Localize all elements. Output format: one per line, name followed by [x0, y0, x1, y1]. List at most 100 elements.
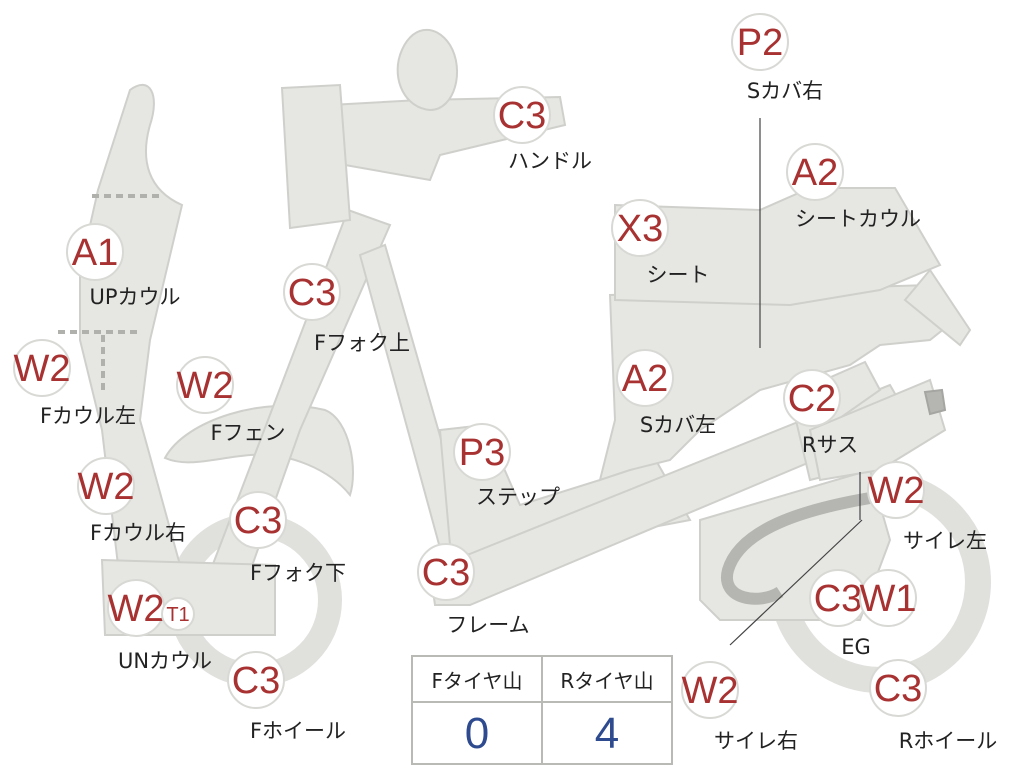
badge-circle	[869, 659, 927, 717]
damage-code: C2	[788, 378, 837, 420]
part-label: ハンドル	[508, 149, 592, 173]
damage-code: C3	[874, 668, 923, 710]
damage-code: W2	[868, 470, 925, 512]
damage-code: W2	[78, 466, 135, 508]
part-label: サイレ左	[903, 529, 987, 553]
damage-code: C3	[288, 272, 337, 314]
part-label: Rサス	[802, 433, 858, 457]
part-label: Fホイール	[250, 719, 346, 743]
damage-code: W2	[177, 365, 234, 407]
badge-w1-eg: W1	[859, 569, 917, 627]
part-label: サイレ右	[714, 729, 798, 753]
damage-code: X3	[617, 208, 663, 250]
badge-circle	[176, 356, 234, 414]
damage-code: C3	[234, 500, 283, 542]
damage-code: A2	[792, 152, 838, 194]
seat-shape	[614, 187, 942, 307]
tire-table-value-row: 0 4	[413, 703, 671, 765]
part-label: シートカウル	[795, 207, 921, 231]
damage-code: T1	[166, 604, 189, 626]
part-label: Fフェン	[210, 421, 285, 445]
part-label: Fフォク下	[250, 561, 346, 585]
badge-circle	[681, 661, 739, 719]
damage-code: W2	[14, 348, 71, 390]
badge-circle	[611, 199, 669, 257]
damage-code: P2	[737, 22, 783, 64]
part-label: フレーム	[446, 613, 529, 637]
silencer-tip-shape	[923, 388, 947, 416]
badge-circle	[493, 86, 551, 144]
part-label: UPカウル	[89, 285, 180, 309]
mirror-shape	[396, 28, 459, 112]
damage-code: A2	[622, 358, 668, 400]
damage-code: W2	[682, 670, 739, 712]
badge-circle	[66, 223, 124, 281]
badge-circle	[283, 263, 341, 321]
part-label: Rホイール	[899, 729, 998, 753]
visor-shape	[280, 83, 352, 230]
badge-circle	[77, 457, 135, 515]
badge-circle	[616, 349, 674, 407]
damage-code: A1	[72, 232, 118, 274]
badge-c3-handle: C3 ハンドル	[493, 86, 592, 173]
badge-c3-frame: C3 フレーム	[417, 543, 530, 637]
damage-code: C3	[422, 552, 471, 594]
part-label: UNカウル	[118, 649, 212, 673]
damage-code: C3	[232, 660, 281, 702]
badge-circle	[453, 423, 511, 481]
part-label: Sカバ左	[640, 413, 716, 437]
silencer-shape	[808, 378, 947, 482]
damage-code: W1	[860, 578, 917, 620]
tire-table-header-row: Fタイヤ山 Rタイヤ山	[413, 657, 671, 703]
part-label: EG	[841, 635, 871, 659]
badge-circle	[229, 491, 287, 549]
badge-w2-silencer-left: W2 サイレ左	[867, 461, 987, 553]
badge-circle	[227, 651, 285, 709]
badge-circle	[783, 369, 841, 427]
badge-t1-un-cowl: T1	[161, 597, 195, 631]
badge-circle	[731, 13, 789, 71]
leader-line-silencer-right	[729, 519, 863, 646]
badge-w2-silencer-right: W2 サイレ右	[681, 661, 798, 753]
part-label: ステップ	[476, 485, 560, 509]
exhaust-pipe-shape	[721, 492, 872, 605]
part-label: Fフォク上	[314, 331, 410, 355]
damage-code: C3	[498, 95, 547, 137]
part-label: シート	[647, 263, 710, 287]
part-label: Sカバ右	[747, 79, 823, 103]
seat-cowl-tail-shape	[903, 268, 972, 347]
badge-circle	[161, 597, 195, 631]
badge-circle	[786, 143, 844, 201]
damage-code: P3	[459, 432, 505, 474]
damage-code: C3	[814, 578, 863, 620]
rear-tire-tread-header: Rタイヤ山	[541, 657, 671, 701]
badge-circle	[859, 569, 917, 627]
front-tire-tread-header: Fタイヤ山	[431, 668, 523, 693]
tire-tread-table: Fタイヤ山 Rタイヤ山 0 4	[411, 655, 673, 765]
part-label: Fカウル右	[90, 521, 186, 545]
badge-x3-seat: X3 シート	[611, 199, 710, 287]
badge-circle	[867, 461, 925, 519]
part-label: Fカウル左	[40, 404, 136, 428]
scooter-body	[58, 28, 991, 693]
rear-tire-tread-value: 4	[541, 703, 671, 765]
front-tire-tread-value: 0	[464, 709, 490, 758]
badge-circle	[13, 339, 71, 397]
badge-circle	[417, 543, 475, 601]
badge-a2-seat-cowl: A2 シートカウル	[786, 143, 921, 231]
